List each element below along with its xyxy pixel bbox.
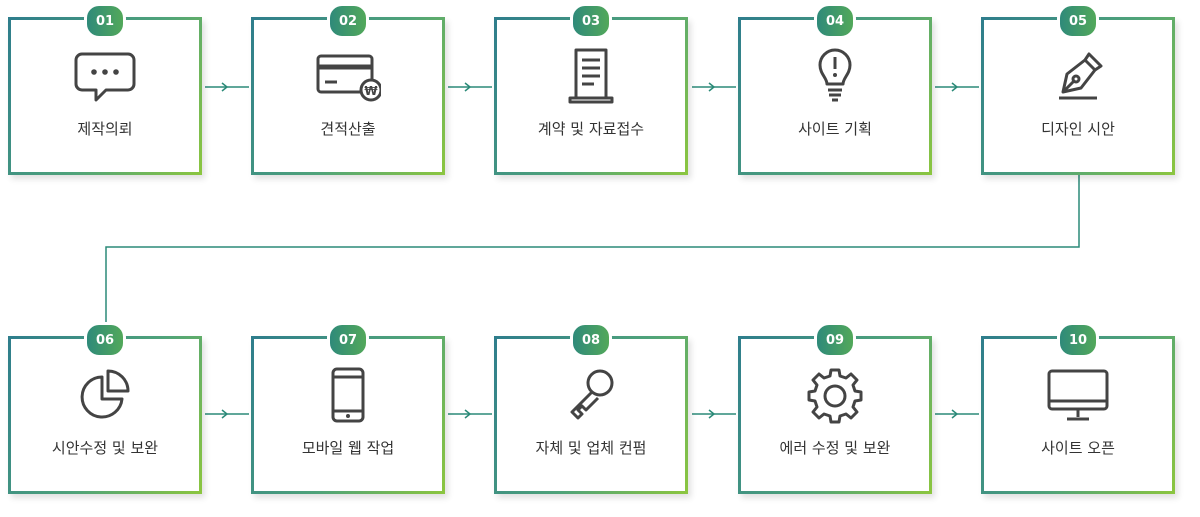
- step-03: 03 계약 및 자료접수: [494, 3, 688, 175]
- step-number-badge: 09: [814, 322, 856, 358]
- step-08: 08 자체 및 업체 컨펌: [494, 322, 688, 494]
- document-icon: [558, 46, 624, 106]
- step-09: 09 에러 수정 및 보완: [738, 322, 932, 494]
- lightbulb-icon: [802, 46, 868, 106]
- step-label: 시안수정 및 보완: [51, 439, 159, 457]
- step-number-badge: 06: [84, 322, 126, 358]
- pen-nib-icon: [1045, 46, 1111, 106]
- magnifier-key-icon: [558, 365, 624, 425]
- step-label: 자체 및 업체 컨펌: [535, 439, 647, 457]
- gear-icon: [802, 365, 868, 425]
- step-label: 계약 및 자료접수: [537, 120, 645, 138]
- step-04: 04 사이트 기획: [738, 3, 932, 175]
- step-number-badge: 05: [1057, 3, 1099, 39]
- step-02: 02 ₩ 견적산출: [251, 3, 445, 175]
- step-05: 05 디자인 시안: [981, 3, 1175, 175]
- monitor-icon: [1045, 365, 1111, 425]
- step-label: 사이트 오픈: [1041, 439, 1115, 457]
- svg-text:₩: ₩: [364, 84, 378, 98]
- step-number-badge: 02: [327, 3, 369, 39]
- pie-chart-icon: [72, 365, 138, 425]
- credit-card-won-icon: ₩: [315, 46, 383, 106]
- step-number-badge: 08: [570, 322, 612, 358]
- step-label: 견적산출: [320, 120, 376, 138]
- chat-bubble-icon: [72, 46, 138, 106]
- step-number-badge: 04: [814, 3, 856, 39]
- step-label: 디자인 시안: [1041, 120, 1115, 138]
- step-01: 01 제작의뢰: [8, 3, 202, 175]
- step-number-badge: 07: [327, 322, 369, 358]
- step-06: 06 시안수정 및 보완: [8, 322, 202, 494]
- step-number-badge: 01: [84, 3, 126, 39]
- smartphone-icon: [315, 365, 381, 425]
- step-10: 10 사이트 오픈: [981, 322, 1175, 494]
- step-07: 07 모바일 웹 작업: [251, 322, 445, 494]
- step-number-badge: 03: [570, 3, 612, 39]
- step-label: 제작의뢰: [77, 120, 133, 138]
- step-label: 에러 수정 및 보완: [779, 439, 891, 457]
- step-label: 모바일 웹 작업: [301, 439, 395, 457]
- step-number-badge: 10: [1057, 322, 1099, 358]
- step-label: 사이트 기획: [798, 120, 872, 138]
